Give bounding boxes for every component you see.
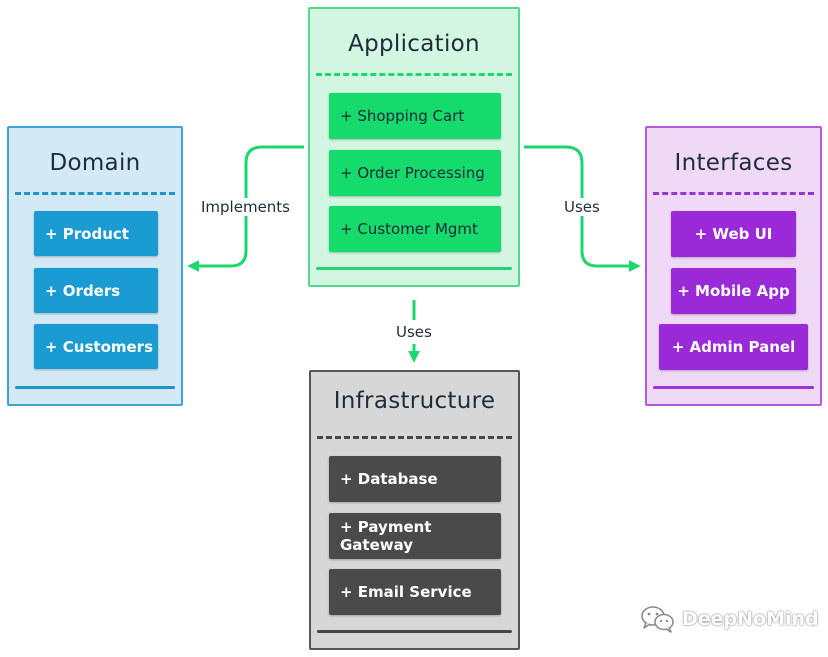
interfaces-layer: Interfaces + Web UI + Mobile App + Admin…: [645, 126, 822, 406]
uses-infrastructure-label: Uses: [394, 323, 434, 341]
interfaces-dashed-divider: [653, 192, 814, 195]
domain-dashed-divider: [15, 192, 175, 195]
application-title: Application: [348, 31, 480, 57]
infrastructure-item-payment-gateway: + Payment Gateway: [329, 513, 501, 559]
interfaces-item-admin-panel: + Admin Panel: [659, 324, 808, 370]
application-item-shopping-cart: + Shopping Cart: [329, 93, 501, 139]
infrastructure-title: Infrastructure: [333, 388, 496, 414]
application-item-customer-mgmt: + Customer Mgmt: [329, 206, 501, 252]
interfaces-bottom-rule: [653, 386, 814, 389]
wechat-icon: [641, 606, 674, 633]
application-bottom-rule: [316, 267, 512, 270]
infrastructure-layer: Infrastructure + Database + Payment Gate…: [309, 370, 520, 650]
application-item-order-processing: + Order Processing: [329, 150, 501, 196]
interfaces-title: Interfaces: [674, 150, 793, 176]
domain-bottom-rule: [15, 386, 175, 389]
implements-label: Implements: [199, 198, 292, 216]
infrastructure-bottom-rule: [317, 630, 512, 633]
interfaces-item-web-ui: + Web UI: [671, 211, 796, 257]
application-layer: Application + Shopping Cart + Order Proc…: [308, 7, 520, 287]
uses-interfaces-label: Uses: [562, 198, 602, 216]
domain-title: Domain: [49, 150, 141, 176]
infrastructure-dashed-divider: [317, 436, 512, 439]
domain-item-orders: + Orders: [34, 268, 158, 313]
watermark-text: DeepNoMind: [682, 608, 819, 630]
infrastructure-item-email-service: + Email Service: [329, 569, 501, 615]
application-dashed-divider: [316, 73, 512, 76]
infrastructure-item-database: + Database: [329, 456, 501, 502]
domain-item-customers: + Customers: [34, 324, 158, 369]
domain-layer: Domain + Product + Orders + Customers: [7, 126, 183, 406]
interfaces-item-mobile-app: + Mobile App: [671, 268, 796, 314]
watermark: DeepNoMind: [640, 604, 819, 634]
domain-item-product: + Product: [34, 211, 158, 256]
